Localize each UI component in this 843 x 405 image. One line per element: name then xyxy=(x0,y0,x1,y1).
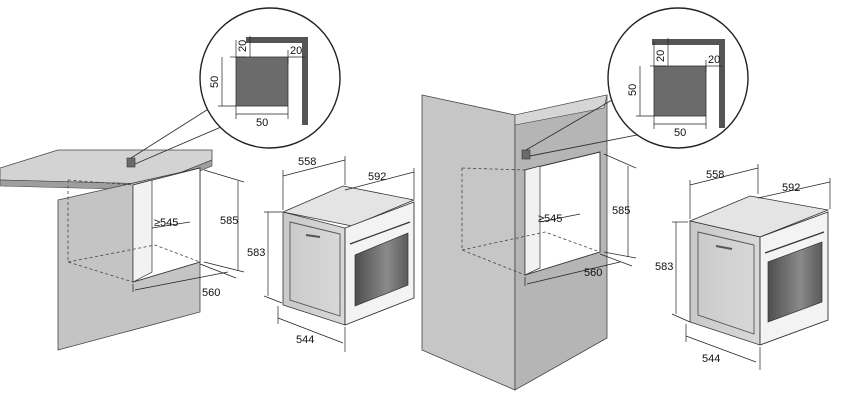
left-oven-depth-label: 558 xyxy=(298,156,316,168)
left-cabinet-installation: 20 20 50 50 ≥545 585 560 xyxy=(0,7,341,351)
right-oven-front-width-label: 544 xyxy=(702,353,720,365)
left-oven-height-label: 583 xyxy=(247,247,265,259)
right-detail-vent xyxy=(653,65,707,117)
right-detail-height-label: 50 xyxy=(627,84,639,96)
left-detail-top-label: 20 xyxy=(237,40,249,52)
right-cavity-height-label: 585 xyxy=(612,205,630,217)
left-oven: 558 592 583 544 xyxy=(247,156,416,352)
right-cavity-width-label: 560 xyxy=(584,267,602,279)
right-oven-window xyxy=(767,241,823,323)
left-oven-top xyxy=(281,185,416,227)
left-detail-width-label: 50 xyxy=(256,117,268,129)
right-detail-top-label: 20 xyxy=(655,50,667,62)
left-detail-height-label: 50 xyxy=(209,76,221,88)
right-column-front xyxy=(421,94,516,391)
left-cavity-depth-label: ≥545 xyxy=(154,217,178,229)
right-cavity-depth-label: ≥545 xyxy=(538,213,562,225)
right-oven-side xyxy=(689,220,761,346)
left-detail-vent xyxy=(235,56,289,107)
right-column-installation: 20 20 50 50 ≥545 585 560 xyxy=(421,7,749,391)
left-oven-front-width-label: 544 xyxy=(296,334,314,346)
right-detail-width-label: 50 xyxy=(674,127,686,139)
right-oven-width-label: 592 xyxy=(782,182,800,194)
right-detail-frame xyxy=(652,39,725,128)
left-detail-right-label: 20 xyxy=(290,45,302,57)
right-oven-height-label: 583 xyxy=(655,261,673,273)
left-oven-window xyxy=(354,232,409,307)
left-detail-frame xyxy=(246,37,308,125)
right-detail-right-label: 20 xyxy=(708,54,720,66)
right-oven-depth-label: 558 xyxy=(706,169,724,181)
right-oven: 558 592 583 544 xyxy=(655,164,831,370)
right-vent-opening xyxy=(521,149,531,160)
left-cavity-width-label: 560 xyxy=(202,287,220,299)
left-vent-opening xyxy=(126,157,136,168)
left-oven-width-label: 592 xyxy=(368,171,386,183)
left-cavity-height-label: 585 xyxy=(220,215,238,227)
